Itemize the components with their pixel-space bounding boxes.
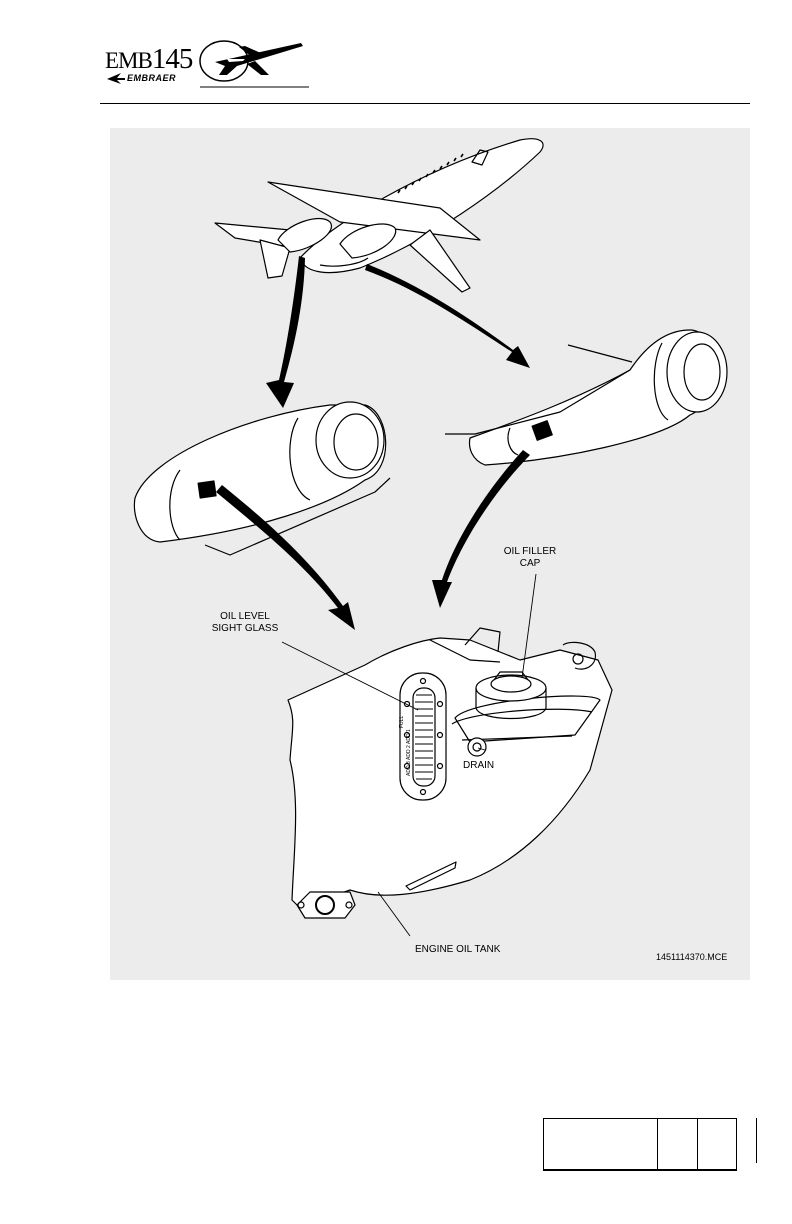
- label-oil-level-sight-glass: OIL LEVEL SIGHT GLASS: [180, 611, 310, 635]
- gauge-mark-add2: ADD 2: [406, 745, 412, 760]
- figure-reference-code: 1451114370.MCE: [656, 951, 727, 963]
- engine-oil-tank-illustration: FULL ADD 1 ADD 2 ADD 3: [110, 128, 750, 980]
- label-oil-filler-cap: OIL FILLER CAP: [470, 546, 590, 570]
- revision-change-bar: [756, 1118, 757, 1163]
- gauge-mark-add1: ADD 1: [406, 729, 412, 744]
- arrow-right-engine-to-tank: [432, 450, 530, 608]
- header-divider: [100, 103, 750, 104]
- page-footer-box: [543, 1118, 737, 1171]
- embraer-arrow-icon: [105, 71, 127, 85]
- footer-cell-divider: [657, 1119, 658, 1169]
- right-engine-nacelle: [445, 330, 727, 465]
- left-engine-nacelle: [134, 402, 390, 555]
- label-drain: DRAIN: [463, 760, 494, 772]
- label-engine-oil-tank: ENGINE OIL TANK: [415, 944, 500, 956]
- embraer-emb145-logo: EMB145 EMBRAER: [105, 35, 310, 95]
- engine-oil-tank-drawing: [288, 628, 612, 918]
- airplane-emblem-icon: [197, 35, 309, 91]
- gauge-mark-full: FULL: [399, 716, 405, 728]
- logo-brand: EMBRAER: [127, 73, 176, 83]
- gauge-mark-add3: ADD 3: [406, 761, 412, 776]
- arrow-to-left-engine: [266, 256, 305, 408]
- footer-cell-divider: [697, 1119, 698, 1169]
- logo-model-number: 145: [152, 43, 193, 75]
- tank-leader-line: [378, 892, 410, 936]
- logo-model-prefix: EMB: [105, 48, 152, 73]
